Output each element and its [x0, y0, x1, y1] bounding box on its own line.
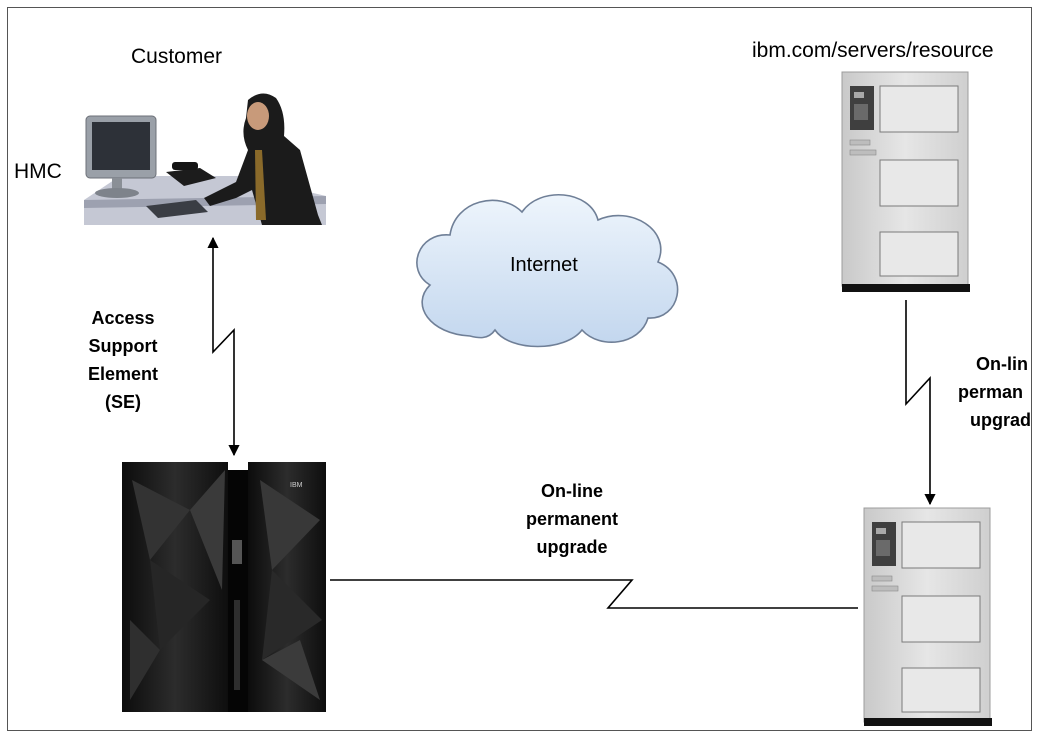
customer-workstation-illustration — [82, 85, 328, 225]
hmc-se-link — [207, 236, 240, 457]
access-se-line-4: (SE) — [105, 392, 141, 412]
access-se-line-3: Element — [87, 364, 159, 384]
internet-label: Internet — [510, 254, 578, 276]
access-se-label: Access Support Element (SE) — [80, 304, 166, 416]
mainframe-illustration: IBM — [122, 462, 326, 712]
upgrade-center-line-2: permanent — [525, 509, 619, 529]
ibm-site-label: ibm.com/servers/resource — [752, 39, 994, 62]
server-server-link — [905, 300, 936, 506]
bottom-server-illustration — [863, 507, 992, 726]
upgrade-center-line-3: upgrade — [536, 537, 608, 557]
upgrade-right-line-3: upgrad — [970, 410, 1031, 430]
internet-cloud — [416, 193, 679, 348]
upgrade-right-label: On-lin perman upgrad — [958, 350, 1038, 434]
top-server-illustration — [841, 71, 970, 292]
diagram-border — [7, 7, 1032, 731]
customer-label: Customer — [131, 45, 223, 68]
mainframe-brand-label: IBM — [290, 482, 303, 489]
upgrade-center-line-1: On-line — [541, 481, 603, 501]
hmc-label: HMC — [14, 160, 62, 183]
upgrade-right-line-2: perman — [958, 382, 1024, 402]
access-se-line-2: Support — [88, 336, 158, 356]
access-se-line-1: Access — [91, 308, 155, 328]
upgrade-center-label: On-line permanent upgrade — [520, 477, 624, 561]
upgrade-right-line-1: On-lin — [976, 354, 1028, 374]
mainframe-server-link — [330, 579, 858, 609]
